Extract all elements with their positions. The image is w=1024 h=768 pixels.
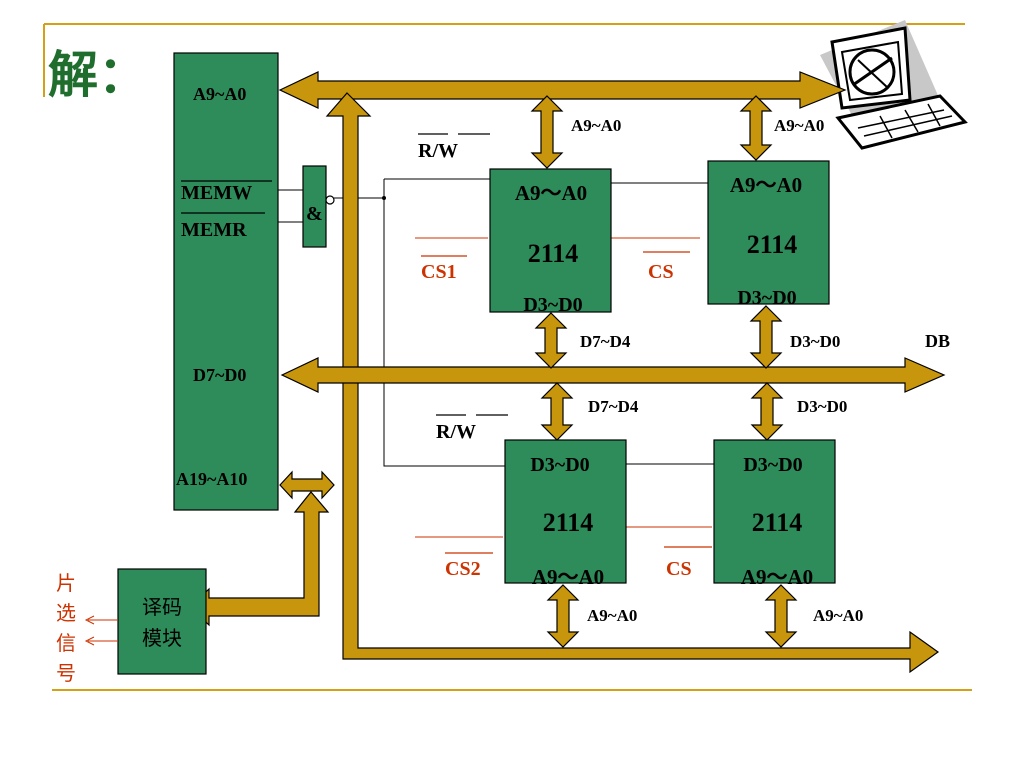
chip-1-bottom-label: D3~D0 — [523, 294, 582, 316]
cpu-block — [173, 52, 279, 511]
chip-3-top-label: D3~D0 — [530, 454, 589, 476]
rw-wire-vertical — [383, 179, 505, 467]
cs-chip4-label: CS — [666, 558, 692, 580]
chip-1-name: 2114 — [528, 239, 579, 268]
decoder-bus — [189, 491, 330, 627]
bus-label-chip1-data: D7~D4 — [580, 332, 631, 351]
cpu-addr-label: A9~A0 — [193, 84, 246, 104]
addr-arrow-chip1 — [530, 95, 564, 169]
bus-label-top-right-addr: A9~A0 — [774, 116, 824, 135]
addr-arrow-chip4 — [764, 584, 798, 648]
data-arrow-chip3 — [540, 382, 574, 441]
select-signal-arrowhead-1 — [84, 615, 95, 625]
bus-label-top-left-addr: A9~A0 — [571, 116, 621, 135]
cpu-high-addr-label: A19~A10 — [176, 469, 247, 489]
chip-2-name: 2114 — [747, 230, 798, 259]
cs1-label: CS1 — [421, 261, 457, 283]
bus-label-bottom-right-addr: A9~A0 — [813, 606, 863, 625]
decoder-block — [117, 568, 207, 675]
cs2-label: CS2 — [445, 558, 481, 580]
computer-icon — [820, 20, 968, 150]
chip-2-bottom-label: D3~D0 — [737, 287, 796, 309]
chip-4-bottom-label: A9～A0 — [741, 565, 813, 589]
chip-select-char-1: 片 — [56, 571, 76, 595]
cpu-data-label: D7~D0 — [193, 365, 246, 385]
chip-select-char-3: 信 — [56, 631, 76, 655]
slide-title: 解： — [48, 46, 148, 104]
rw-label-top: R/W — [418, 140, 458, 162]
bus-label-bottom-left-addr: A9~A0 — [587, 606, 637, 625]
high-address-arrow — [279, 470, 335, 500]
bus-label-db: DB — [925, 331, 950, 351]
addr-arrow-chip2 — [739, 95, 773, 161]
data-arrow-chip2 — [749, 305, 783, 369]
bus-label-chip3-data: D7~D4 — [588, 397, 639, 416]
data-arrow-chip1 — [534, 312, 568, 369]
chip-1: A9～A0 2114 D3~D0 — [489, 168, 612, 316]
decoder-label-line2: 模块 — [142, 626, 182, 650]
data-arrow-chip4 — [750, 382, 784, 441]
chip-2: A9～A0 2114 D3~D0 — [707, 160, 830, 309]
memw-label: MEMW — [181, 182, 252, 204]
bus-label-chip2-data: D3~D0 — [790, 332, 840, 351]
chip-4-top-label: D3~D0 — [743, 454, 802, 476]
memr-label: MEMR — [181, 219, 247, 241]
cs-chip2-label: CS — [648, 261, 674, 283]
addr-arrow-chip3 — [546, 584, 580, 648]
chip-3: D3~D0 2114 A9～A0 — [504, 439, 627, 589]
address-bus-vertical — [325, 92, 940, 674]
chip-3-name: 2114 — [543, 508, 594, 537]
and-gate-output-bubble — [325, 195, 335, 205]
chip-1-top-label: A9～A0 — [515, 181, 587, 205]
chip-select-char-2: 选 — [56, 601, 76, 625]
and-gate-label: & — [306, 203, 323, 225]
data-bus — [280, 357, 946, 393]
decoder-label-line1: 译码 — [142, 595, 182, 619]
address-bus-top — [278, 71, 847, 109]
chip-2-top-label: A9～A0 — [730, 173, 802, 197]
rw-label-bottom: R/W — [436, 421, 476, 443]
select-signal-arrowhead-2 — [84, 636, 95, 646]
chip-4: D3~D0 2114 A9～A0 — [713, 439, 836, 589]
chip-select-char-4: 号 — [56, 661, 76, 685]
bus-label-chip4-data: D3~D0 — [797, 397, 847, 416]
chip-4-name: 2114 — [752, 508, 803, 537]
and-gate — [302, 165, 327, 248]
chip-3-bottom-label: A9～A0 — [532, 565, 604, 589]
